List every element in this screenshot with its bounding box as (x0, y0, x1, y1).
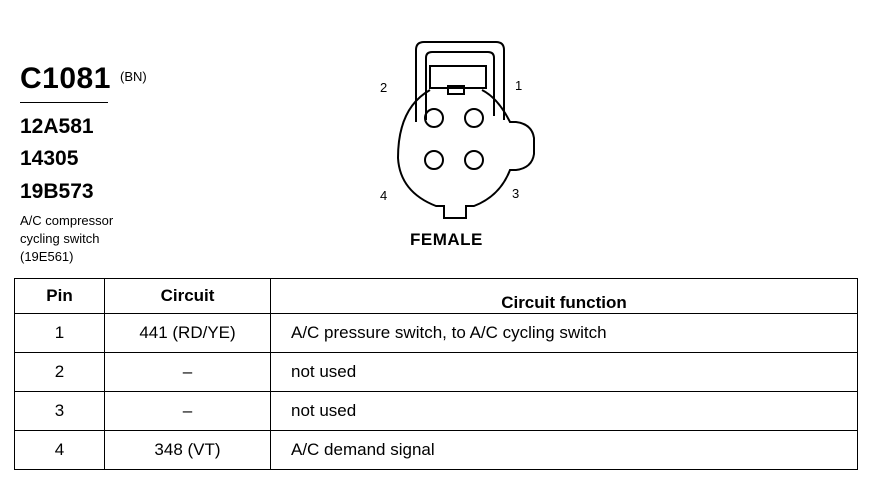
cell-circuit: – (104, 391, 271, 431)
cell-function: A/C demand signal (270, 430, 858, 470)
cell-function: not used (270, 352, 858, 392)
latch-inner (425, 51, 495, 120)
pin-label-2: 2 (380, 80, 388, 95)
pin-label-1: 1 (515, 78, 523, 93)
table-row: 2 – not used (14, 352, 858, 392)
cell-pin: 2 (14, 352, 105, 392)
table-row: 4 348 (VT) A/C demand signal (14, 430, 858, 470)
latch-window (429, 65, 487, 89)
connector-id: C1081 (20, 62, 111, 95)
cell-function: A/C pressure switch, to A/C cycling swit… (270, 313, 858, 353)
title-underline (20, 102, 108, 103)
pin-cavity-4 (424, 150, 444, 170)
part-number: 14305 (20, 147, 79, 170)
latch-tab (447, 85, 465, 95)
header-circuit-function: Circuit function (270, 278, 858, 314)
component-description: cycling switch (20, 231, 100, 246)
component-description: A/C compressor (20, 213, 114, 228)
pin-cavity-1 (464, 108, 484, 128)
cell-pin: 3 (14, 391, 105, 431)
pin-label-4: 4 (380, 188, 388, 203)
pinout-table: Pin Circuit Circuit function 1 441 (RD/Y… (14, 278, 858, 470)
table-header-row: Pin Circuit Circuit function (14, 278, 858, 314)
connector-face-diagram (396, 41, 535, 219)
connector-gender-label: FEMALE (410, 230, 483, 249)
header-pin: Pin (14, 278, 105, 314)
pin-cavity-2 (424, 108, 444, 128)
pin-cavity-3 (464, 150, 484, 170)
cell-circuit: 441 (RD/YE) (104, 313, 271, 353)
connector-color: (BN) (120, 69, 147, 84)
pin-label-3: 3 (512, 186, 520, 201)
cell-circuit: – (104, 352, 271, 392)
part-number: 12A581 (20, 115, 94, 138)
connector-body (396, 89, 535, 219)
cell-function: not used (270, 391, 858, 431)
part-number: 19B573 (20, 180, 94, 203)
component-description: (19E561) (20, 249, 74, 264)
cell-circuit: 348 (VT) (104, 430, 271, 470)
latch-outer (415, 41, 505, 122)
cell-pin: 4 (14, 430, 105, 470)
cell-pin: 1 (14, 313, 105, 353)
table-row: 1 441 (RD/YE) A/C pressure switch, to A/… (14, 313, 858, 353)
table-row: 3 – not used (14, 391, 858, 431)
header-circuit: Circuit (104, 278, 271, 314)
